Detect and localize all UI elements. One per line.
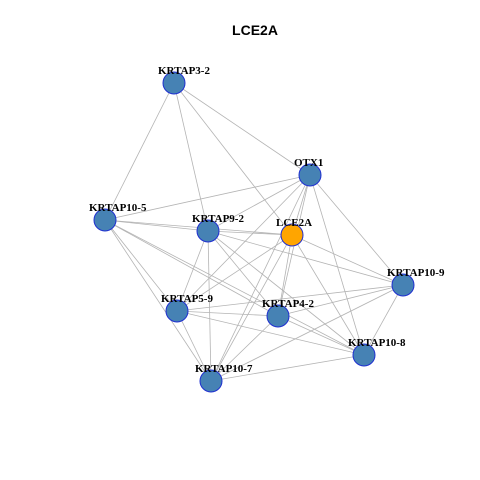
node-krtap10-9 bbox=[391, 273, 415, 297]
edge-krtap4-2-krtap10-7 bbox=[210, 315, 279, 382]
graph-title: LCE2A bbox=[232, 22, 278, 38]
edge-krtap9-2-krtap5-9 bbox=[176, 230, 209, 312]
edge-krtap5-9-krtap10-7 bbox=[176, 310, 212, 382]
edge-otx1-krtap10-9 bbox=[309, 174, 404, 286]
node-krtap10-7 bbox=[199, 369, 223, 393]
node-label-krtap5-9: KRTAP5-9 bbox=[161, 293, 213, 305]
edge-krtap10-9-krtap10-8 bbox=[363, 284, 404, 356]
edge-otx1-krtap10-5 bbox=[104, 174, 311, 221]
node-label-lce2a: LCE2A bbox=[276, 217, 312, 229]
edge-lce2a-krtap10-9 bbox=[291, 234, 404, 286]
edge-otx1-krtap10-8 bbox=[309, 174, 365, 356]
edge-lce2a-krtap10-8 bbox=[291, 234, 365, 356]
edge-krtap10-5-krtap9-2 bbox=[104, 219, 209, 232]
node-label-krtap9-2: KRTAP9-2 bbox=[192, 213, 244, 225]
edge-krtap9-2-krtap4-2 bbox=[207, 230, 279, 317]
node-label-krtap10-8: KRTAP10-8 bbox=[348, 337, 406, 349]
edge-krtap3-2-krtap10-5 bbox=[104, 82, 175, 221]
node-label-krtap10-9: KRTAP10-9 bbox=[387, 267, 445, 279]
edge-krtap10-9-krtap10-7 bbox=[210, 284, 404, 382]
edge-krtap5-9-krtap10-8 bbox=[176, 310, 365, 356]
edge-krtap10-7-krtap10-8 bbox=[210, 354, 365, 382]
edge-krtap10-5-krtap10-7 bbox=[104, 219, 212, 382]
edge-krtap4-2-krtap10-8 bbox=[277, 315, 365, 356]
edge-krtap9-2-lce2a bbox=[207, 230, 293, 236]
node-label-otx1: OTX1 bbox=[294, 157, 323, 169]
node-krtap10-5 bbox=[93, 208, 117, 232]
edge-krtap10-5-krtap10-8 bbox=[104, 219, 365, 356]
node-label-krtap3-2: KRTAP3-2 bbox=[158, 65, 210, 77]
node-krtap10-8 bbox=[352, 343, 376, 367]
node-label-krtap4-2: KRTAP4-2 bbox=[262, 298, 314, 310]
edge-krtap3-2-lce2a bbox=[173, 82, 293, 236]
edge-otx1-krtap10-7 bbox=[210, 174, 311, 382]
edge-otx1-krtap9-2 bbox=[207, 174, 311, 232]
node-otx1 bbox=[298, 163, 322, 187]
edge-krtap3-2-otx1 bbox=[173, 82, 311, 176]
edge-krtap10-9-krtap4-2 bbox=[277, 284, 404, 317]
node-label-krtap10-7: KRTAP10-7 bbox=[195, 363, 253, 375]
node-krtap4-2 bbox=[266, 304, 290, 328]
edge-krtap10-5-krtap4-2 bbox=[104, 219, 279, 317]
edge-otx1-krtap5-9 bbox=[176, 174, 311, 312]
node-krtap5-9 bbox=[165, 299, 189, 323]
edge-krtap3-2-krtap9-2 bbox=[173, 82, 209, 232]
edge-krtap5-9-krtap4-2 bbox=[176, 310, 279, 317]
node-krtap3-2 bbox=[162, 71, 186, 95]
edge-lce2a-krtap4-2 bbox=[277, 234, 293, 317]
edge-lce2a-krtap5-9 bbox=[176, 234, 293, 312]
node-lce2a bbox=[280, 223, 304, 247]
node-krtap9-2 bbox=[196, 219, 220, 243]
edge-krtap9-2-krtap10-8 bbox=[207, 230, 365, 356]
edge-krtap9-2-krtap10-7 bbox=[207, 230, 212, 382]
nodes-layer bbox=[93, 71, 415, 393]
node-label-krtap10-5: KRTAP10-5 bbox=[89, 202, 147, 214]
edge-krtap10-9-krtap5-9 bbox=[176, 284, 404, 312]
edge-lce2a-krtap10-7 bbox=[210, 234, 293, 382]
edge-krtap10-5-krtap5-9 bbox=[104, 219, 178, 312]
